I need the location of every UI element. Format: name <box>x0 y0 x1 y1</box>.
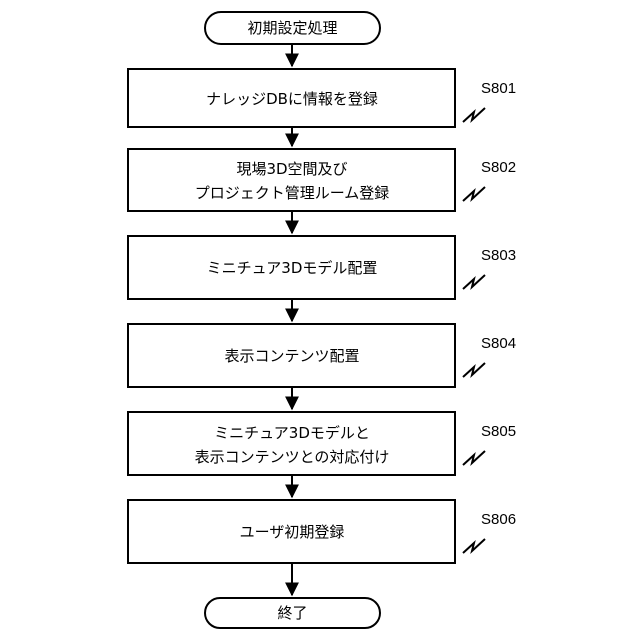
step-id-label: S801 <box>481 80 516 97</box>
leader-squiggle <box>463 363 485 377</box>
leader-squiggle <box>463 451 485 465</box>
leader-squiggle <box>463 275 485 289</box>
step-id-label: S804 <box>481 335 516 352</box>
step-text: ナレッジDBに情報を登録 <box>206 90 378 108</box>
start-label: 初期設定処理 <box>247 19 337 37</box>
leader-squiggle <box>463 187 485 201</box>
step-id-label: S802 <box>481 159 516 176</box>
step-s806: ユーザ初期登録 S806 <box>128 500 516 563</box>
step-text: 表示コンテンツ配置 <box>224 347 359 365</box>
step-s804: 表示コンテンツ配置 S804 <box>128 324 516 387</box>
step-text: ミニチュア3Dモデルと <box>214 424 370 442</box>
leader-squiggle <box>463 108 485 122</box>
step-text: ミニチュア3Dモデル配置 <box>207 259 378 277</box>
leader-squiggle <box>463 539 485 553</box>
step-id-label: S805 <box>481 423 516 440</box>
step-text: 表示コンテンツとの対応付け <box>195 448 390 466</box>
end-label: 終了 <box>277 604 307 622</box>
step-text: 現場3D空間及び <box>236 160 347 178</box>
step-s803: ミニチュア3Dモデル配置 S803 <box>128 236 516 299</box>
step-id-label: S806 <box>481 511 516 528</box>
step-id-label: S803 <box>481 247 516 264</box>
step-text: プロジェクト管理ルーム登録 <box>195 184 390 202</box>
step-s805: ミニチュア3Dモデルと 表示コンテンツとの対応付け S805 <box>128 412 516 475</box>
step-s801: ナレッジDBに情報を登録 S801 <box>128 69 516 127</box>
step-text: ユーザ初期登録 <box>240 523 345 541</box>
step-s802: 現場3D空間及び プロジェクト管理ルーム登録 S802 <box>128 149 516 211</box>
